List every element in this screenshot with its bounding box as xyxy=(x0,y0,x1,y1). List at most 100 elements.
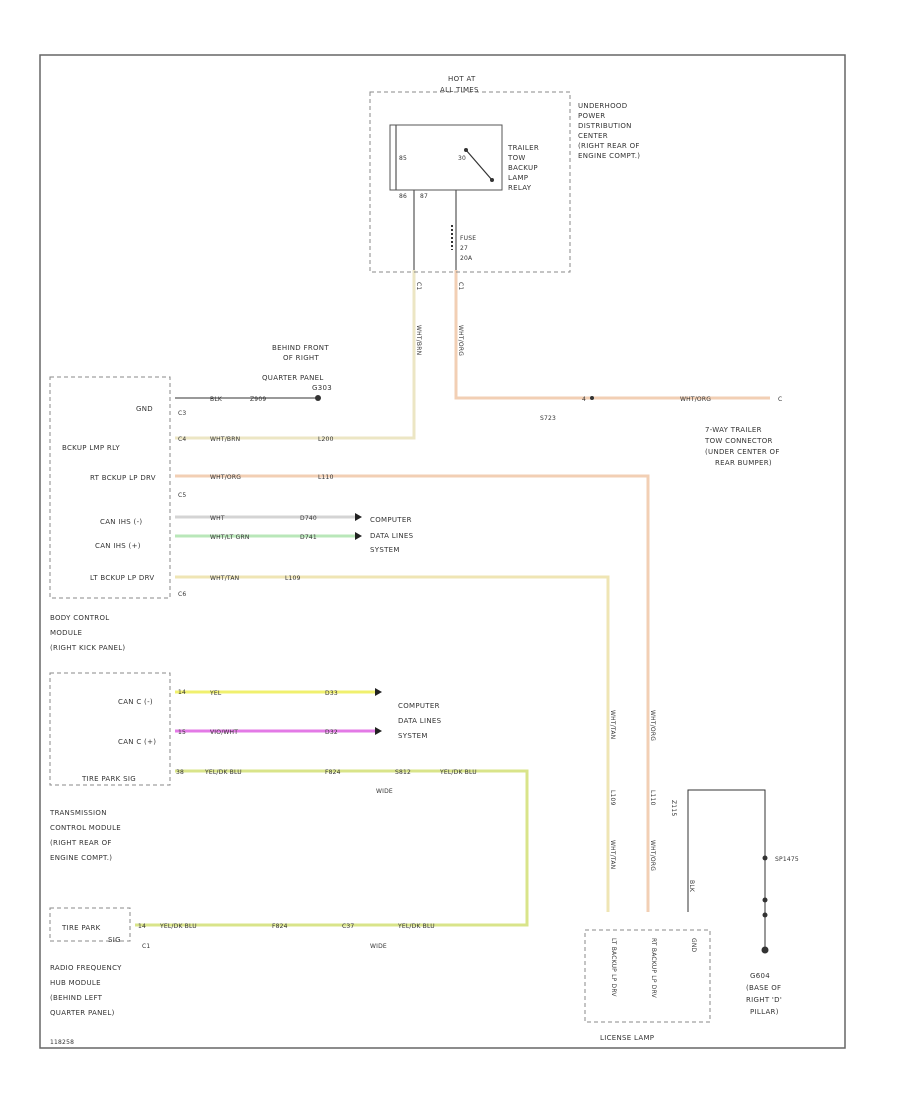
trailer-label-3: (UNDER CENTER OF xyxy=(705,448,780,456)
wire-wht-org-rt-backup xyxy=(175,474,650,912)
underhood-pdc: HOT AT ALL TIMES UNDERHOOD POWER DISTRIB… xyxy=(369,75,640,356)
pdc-name-1: UNDERHOOD xyxy=(578,102,627,110)
g604-label-2: (BASE OF xyxy=(746,984,781,992)
arrow-icon xyxy=(355,532,362,540)
tcm-row-circuit-2: F824 xyxy=(325,769,341,776)
bcm-row-circuit-5: L109 xyxy=(285,575,301,582)
bcm-row-pin-1: C4 xyxy=(178,436,186,443)
bcm-row-circuit-0: Z909 xyxy=(250,396,266,403)
g604-label-4: PILLAR) xyxy=(750,1008,779,1016)
tcm-splice: S812 xyxy=(395,769,411,776)
relay-pin-86: 86 xyxy=(399,193,407,200)
tcm-row-circuit-0: D33 xyxy=(325,690,338,697)
tcm-row-wire-0: YEL xyxy=(209,690,222,697)
bcm-row-label-1: BCKUP LMP RLY xyxy=(62,444,120,452)
trailer-pin-right: C xyxy=(778,396,782,403)
trailer-pin: 4 xyxy=(582,396,586,403)
fuse-label-2: 27 xyxy=(460,245,468,252)
pdc-name-2: POWER xyxy=(578,112,605,120)
splice-dot-icon xyxy=(762,912,768,918)
g303-label-3: QUARTER PANEL xyxy=(262,374,324,382)
bcm-row-wire-1: WHT/BRN xyxy=(210,436,240,443)
trailer-wire: WHT/ORG xyxy=(680,396,711,403)
ll-pin-1: LT BACKUP LP DRV xyxy=(610,938,617,997)
tcm-box xyxy=(49,672,171,786)
bcm-row-wire-5: WHT/TAN xyxy=(210,575,239,582)
rfh-splice-label: WIDE xyxy=(370,943,387,950)
arrow-icon xyxy=(375,688,382,696)
relay-label-2: TOW xyxy=(507,154,526,162)
rfh-name-1: RADIO FREQUENCY xyxy=(50,964,122,972)
relay-pin-30: 30 xyxy=(458,155,466,162)
pdc-wire-left: WHT/BRN xyxy=(415,325,422,355)
pdc-name-5: (RIGHT REAR OF xyxy=(578,142,640,150)
tcm-row-label-2: TIRE PARK SIG xyxy=(81,775,136,783)
bcm-row-label-0: GND xyxy=(136,405,153,413)
pdc-name-3: DISTRIBUTION xyxy=(578,122,632,130)
g303-label-4: G303 xyxy=(312,384,332,392)
trailer-splice: S723 xyxy=(540,415,556,422)
transmission-control-module: CAN C (-) 14 YEL D33 CAN C (+) 15 VIO/WH… xyxy=(49,672,477,862)
ll-pin-3: GND xyxy=(690,938,697,953)
bcm-data-lines-1: COMPUTER xyxy=(370,516,412,524)
bcm-row-circuit-4: D741 xyxy=(300,534,317,541)
tcm-name-4: ENGINE COMPT.) xyxy=(50,854,112,862)
arrow-icon xyxy=(355,513,362,521)
diagram-frame xyxy=(39,54,846,1049)
g303-label-1: BEHIND FRONT xyxy=(272,344,329,352)
ground-g604: SP1475 G604 (BASE OF RIGHT 'D' PILLAR) xyxy=(746,855,799,1016)
pdc-wire-right: WHT/ORG xyxy=(457,325,464,356)
rfh-wire2: YEL/DK BLU xyxy=(397,923,435,930)
wire-wht-tan-lt-backup xyxy=(175,575,610,912)
tcm-data-lines-3: SYSTEM xyxy=(398,732,428,740)
tcm-row-pin-0: 14 xyxy=(178,689,186,696)
wire-blk-license-ground xyxy=(687,789,766,950)
ll-wire-ground: BLK xyxy=(688,880,695,893)
bcm-name-1: BODY CONTROL xyxy=(50,614,109,622)
fuse-label-1: FUSE xyxy=(460,235,476,242)
rfh-circuit: F824 xyxy=(272,923,288,930)
ground-g303-icon xyxy=(315,395,321,401)
tcm-name-2: CONTROL MODULE xyxy=(50,824,121,832)
black-wires xyxy=(175,125,766,950)
rfh-label-2: SIG xyxy=(108,936,121,944)
bcm-row-circuit-3: D740 xyxy=(300,515,317,522)
wire-wht-org-relay xyxy=(454,270,770,400)
wire-tire-park-sig xyxy=(135,769,529,927)
tcm-name-1: TRANSMISSION xyxy=(49,809,107,817)
wire-wht-brn-relay xyxy=(175,270,416,440)
pdc-pin-left: C1 xyxy=(415,282,422,290)
rfh-name-4: QUARTER PANEL) xyxy=(50,1009,115,1017)
bcm-data-lines-3: SYSTEM xyxy=(370,546,400,554)
ll-wire-mid-top: WHT/ORG xyxy=(649,710,656,741)
relay-label-3: BACKUP xyxy=(508,164,538,172)
rfh-name-3: (BEHIND LEFT xyxy=(50,994,103,1002)
relay-switch-arm xyxy=(465,149,493,181)
relay-pin-85: 85 xyxy=(399,155,407,162)
tcm-row-wire-1: VIO/WHT xyxy=(210,729,238,736)
rfh-connector: C1 xyxy=(142,943,150,950)
rfh-name-2: HUB MODULE xyxy=(50,979,101,987)
relay-pin-87: 87 xyxy=(420,193,428,200)
license-lamp-name: LICENSE LAMP xyxy=(600,1034,654,1042)
relay-switch-contact-2 xyxy=(490,178,494,182)
ll-circuit-ground: Z115 xyxy=(670,800,677,816)
trailer-label-1: 7-WAY TRAILER xyxy=(705,426,762,434)
license-lamp: WHT/TAN L109 WHT/TAN WHT/ORG L110 WHT/OR… xyxy=(584,710,711,1042)
bcm-row-wire-4: WHT/LT GRN xyxy=(210,534,250,541)
bcm-data-lines-2: DATA LINES xyxy=(370,532,414,540)
arrow-icon xyxy=(375,727,382,735)
bcm-row-wire-0: BLK xyxy=(210,396,223,403)
ll-wire-left-mid: L109 xyxy=(609,790,616,806)
tcm-row-pin-2: 38 xyxy=(176,769,184,776)
bcm-row-label-5: LT BCKUP LP DRV xyxy=(90,574,154,582)
pdc-box xyxy=(369,91,571,273)
tcm-row-label-0: CAN C (-) xyxy=(118,698,153,706)
relay-label-1: TRAILER xyxy=(507,144,539,152)
rf-hub-module: TIRE PARK SIG 14 C1 YEL/DK BLU F824 C37 … xyxy=(49,907,435,1017)
relay-label-4: LAMP xyxy=(508,174,528,182)
ll-pin-2: RT BACKUP LP DRV xyxy=(650,938,657,999)
ll-wire-mid-mid: L110 xyxy=(649,790,656,806)
tcm-row-pin-1: 15 xyxy=(178,729,186,736)
